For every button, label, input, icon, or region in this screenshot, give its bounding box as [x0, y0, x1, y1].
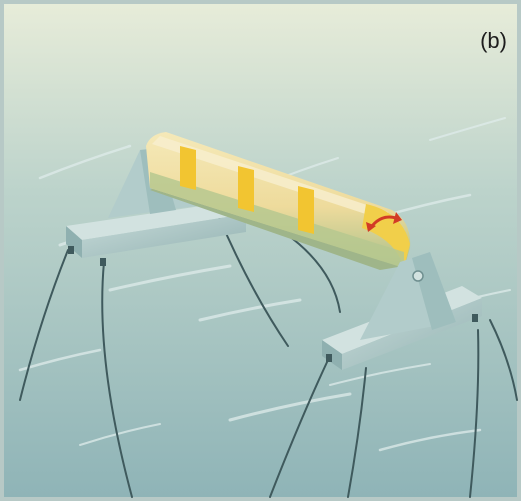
left-anchor-block: [100, 258, 106, 266]
right-anchor-block: [472, 314, 478, 322]
right-anchor-block: [326, 354, 332, 362]
panel-label: (b): [480, 28, 507, 54]
left-anchor-block: [68, 246, 74, 254]
pivot-pin: [413, 271, 423, 281]
hinge-joint: [298, 186, 314, 234]
hinge-joint: [238, 166, 254, 212]
hinge-joint: [180, 146, 196, 190]
